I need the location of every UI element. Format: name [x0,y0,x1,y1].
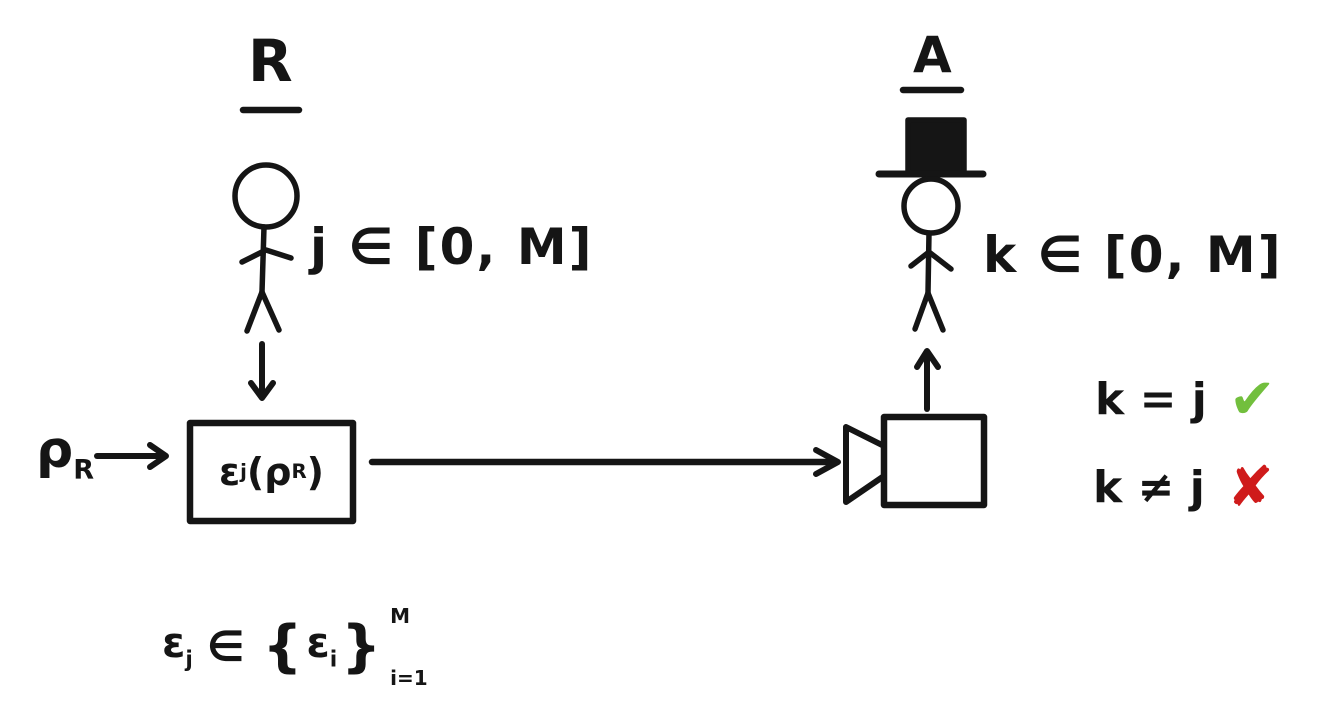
channel-open-paren: ( [246,450,265,494]
adversary-guess-range: k ∈ [0, M] [983,226,1283,284]
element-of-symbol: ∈ [206,622,245,671]
channel-func-subscript: j [240,460,247,484]
outcome-mismatch: k ≠ j ✘ [1093,460,1274,516]
referee-index-range: j ∈ [0, M] [310,218,594,276]
outcome-match-expression: k = j [1095,374,1207,425]
set-limits: M i=1 [390,606,428,688]
ensemble-symbol: εj [162,618,193,673]
detector-body [880,413,988,509]
set-member-symbol: εi [306,618,338,673]
adversary-legs [912,290,946,333]
detector-to-adversary-arrowhead [914,348,941,370]
check-icon: ✔ [1228,367,1276,432]
referee-body [259,224,267,295]
outcome-match: k = j ✔ [1095,372,1276,428]
detector-lens [843,424,887,505]
set-open-brace: { [262,614,303,679]
cross-icon: ✘ [1226,455,1274,520]
adversary-head [901,176,961,236]
ensemble-formula: εj ∈ { εi } M i=1 [162,606,428,688]
referee-arms [239,247,294,265]
ensemble-symbol-sub: j [185,647,193,673]
channel-func-symbol: ε [218,450,241,494]
ensemble-lower-limit: i=1 [390,666,428,690]
box-to-detector-arrowhead [813,447,841,477]
state-to-box-arrowhead [147,442,169,470]
channel-box [186,419,357,525]
referee-legs [244,289,282,334]
ensemble-upper-limit: M [390,604,411,628]
input-state-symbol: ρ [36,420,74,480]
channel-arg-symbol: ρ [264,450,292,494]
adversary-body [925,230,932,296]
referee-label: R [248,27,293,95]
channel-close-paren: ) [306,450,325,494]
adversary-hat-top [905,117,967,176]
channel-arg-subscript: R [291,460,307,484]
adversary-label: A [913,26,952,84]
referee-head [232,162,300,230]
ink-strokes [94,86,988,525]
referee-to-box-arrowhead [248,380,276,401]
input-state-label: ρR [36,424,94,483]
input-state-subscript: R [73,454,95,486]
set-close-brace: } [341,614,382,679]
outcome-mismatch-expression: k ≠ j [1093,462,1205,513]
set-member-sub: i [329,647,338,673]
adversary-arms [908,249,954,272]
